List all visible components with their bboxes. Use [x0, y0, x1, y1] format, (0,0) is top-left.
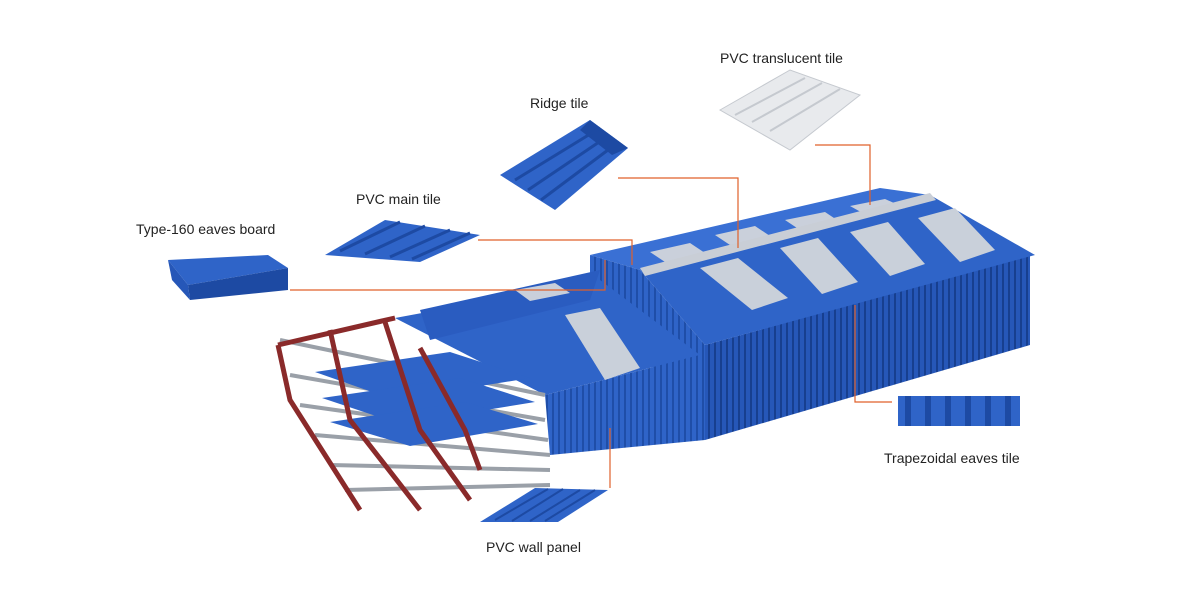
- label-eaves-board: Type-160 eaves board: [136, 221, 276, 237]
- trapezoidal-tile-sample: [898, 396, 1020, 426]
- leader-main: [478, 239, 633, 265]
- ridge-line: [640, 193, 936, 276]
- front-side-wall: [545, 355, 705, 455]
- main-tile-sample: [325, 220, 480, 262]
- leader-trapezoidal: [854, 305, 892, 403]
- label-translucent-tile: PVC translucent tile: [720, 50, 843, 66]
- steel-frame: [275, 315, 551, 512]
- translucent-strips: [515, 199, 995, 380]
- building: [275, 188, 1035, 512]
- leader-eaves-board: [290, 260, 606, 291]
- label-trapezoidal-tile: Trapezoidal eaves tile: [884, 450, 1020, 466]
- label-ridge-tile: Ridge tile: [530, 95, 589, 111]
- rear-side-wall: [705, 255, 1030, 440]
- label-wall-panel: PVC wall panel: [486, 539, 581, 555]
- leader-ridge: [618, 177, 739, 248]
- leader-translucent: [815, 144, 871, 205]
- wall-panel-sample: [480, 488, 608, 522]
- eaves-board-sample: [168, 255, 288, 300]
- ridge-tile-sample: [500, 120, 628, 210]
- label-main-tile: PVC main tile: [356, 191, 441, 207]
- translucent-tile-sample: [718, 69, 862, 151]
- leader-lines: [290, 144, 892, 488]
